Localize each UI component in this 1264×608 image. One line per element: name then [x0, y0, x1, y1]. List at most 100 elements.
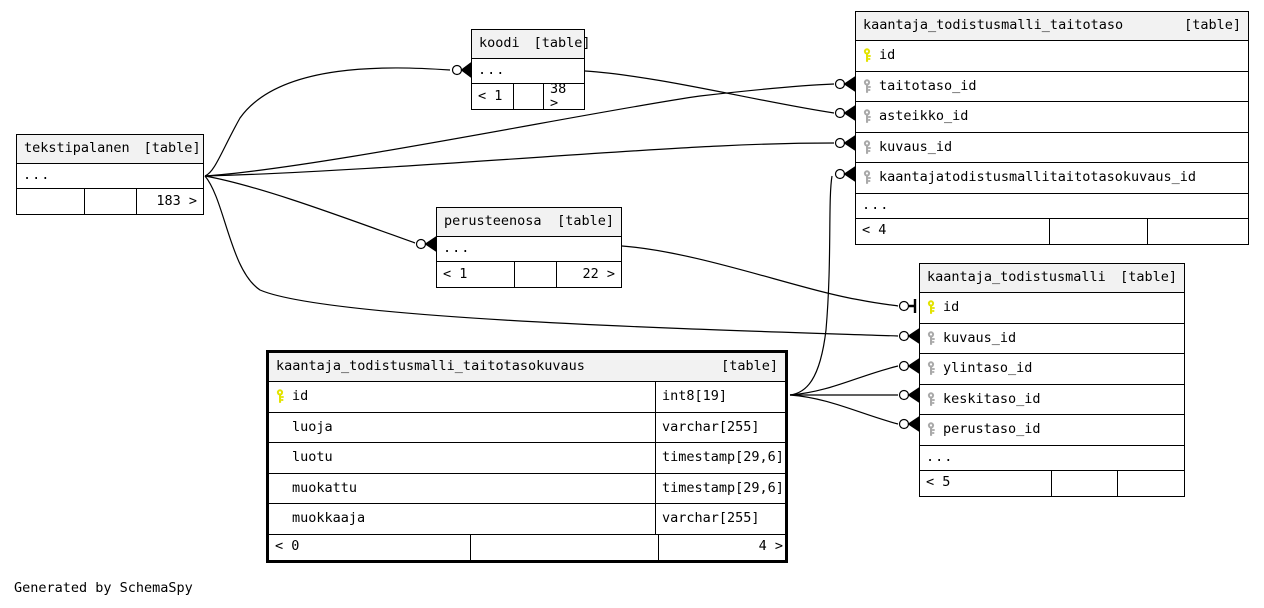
table-title: kaantaja_todistusmalli — [927, 269, 1106, 286]
table-header-kaantaja_todistusmalli_taitotaso[interactable]: kaantaja_todistusmalli_taitotaso[table] — [856, 12, 1248, 41]
column-main: asteikko_id — [856, 109, 1248, 124]
more-columns-ellipsis[interactable]: ... — [856, 194, 1248, 219]
footer-cell[interactable]: < 1 — [472, 84, 514, 109]
generated-by-credit: Generated by SchemaSpy — [14, 580, 193, 596]
column-name: luotu — [292, 451, 333, 465]
footer-cell[interactable]: < 0 — [269, 534, 471, 560]
column-name: keskitaso_id — [943, 391, 1041, 407]
edge-tekstipalanen-koodi — [204, 67, 451, 177]
table-title: kaantaja_todistusmalli_taitotaso — [863, 17, 1124, 34]
column-name: id — [879, 48, 896, 63]
column-name: id — [943, 300, 960, 315]
endpoint-taitotaso-taitotaso-id — [834, 75, 856, 93]
column-name: kaantajatodistusmallitaitotasokuvaus_id — [879, 170, 1196, 185]
endpoint-todistusmalli-kuvaus-id — [898, 327, 920, 345]
column-row-id[interactable]: id — [920, 293, 1184, 324]
column-main: kaantajatodistusmallitaitotasokuvaus_id — [856, 170, 1248, 185]
more-columns-ellipsis[interactable]: ... — [437, 237, 621, 262]
footer-cell[interactable] — [515, 262, 557, 287]
more-columns-ellipsis[interactable]: ... — [920, 446, 1184, 471]
column-row-ylintaso_id[interactable]: ylintaso_id — [920, 354, 1184, 385]
column-main: taitotaso_id — [856, 79, 1248, 94]
table-node-koodi[interactable]: koodi[table]...< 1 38 > — [471, 29, 591, 110]
endpoint-taitotaso-kaantajatodistusmalli-id — [834, 165, 856, 183]
column-name: muokattu — [292, 481, 358, 495]
column-main: id — [856, 48, 1248, 63]
edge-perusteenosa-todistusmalli-id — [621, 245, 899, 307]
column-main: ylintaso_id — [920, 361, 1184, 376]
endpoint-koodi — [451, 61, 472, 79]
column-name: taitotaso_id — [879, 78, 977, 94]
table-title: tekstipalanen — [24, 140, 130, 157]
table-node-tekstipalanen[interactable]: tekstipalanen[table]... 183 > — [16, 134, 204, 215]
table-header-kaantaja_todistusmalli_taitotasokuvaus[interactable]: kaantaja_todistusmalli_taitotasokuvaus [t… — [269, 353, 785, 382]
footer-cell[interactable]: < 5 — [920, 470, 1052, 496]
edge-focus-todistusmalli-perustasoid — [789, 394, 899, 425]
footer-cell[interactable] — [1050, 218, 1148, 244]
edge-focus-taitotaso-kuvausfk — [789, 175, 833, 396]
table-kind-badge: [table] — [721, 358, 778, 375]
table-footer-kaantaja_todistusmalli_taitotasokuvaus: < 0 4 > — [269, 534, 785, 560]
footer-cell[interactable] — [1148, 219, 1248, 244]
table-header-perusteenosa[interactable]: perusteenosa[table] — [437, 208, 621, 237]
column-datatype: varchar[255] — [655, 412, 785, 442]
column-row-kaantajatodistusmallitaitotasokuvaus_id[interactable]: kaantajatodistusmallitaitotasokuvaus_id — [856, 163, 1248, 194]
column-row-asteikko_id[interactable]: asteikko_id — [856, 102, 1248, 133]
footer-cell[interactable]: 38 > — [550, 84, 567, 109]
column-main: id — [269, 389, 655, 404]
column-name: asteikko_id — [879, 109, 969, 124]
foreign-key-icon — [926, 422, 939, 437]
table-node-kaantaja_todistusmalli_taitotaso[interactable]: kaantaja_todistusmalli_taitotaso[table]i… — [855, 11, 1249, 245]
footer-cell[interactable] — [17, 189, 85, 214]
column-row-perustaso_id[interactable]: perustaso_id — [920, 415, 1184, 446]
table-title: kaantaja_todistusmalli_taitotasokuvaus — [276, 358, 585, 375]
column-main: luotu — [269, 451, 655, 465]
column-row-id[interactable]: id — [856, 41, 1248, 72]
endpoint-perusteenosa — [415, 235, 437, 253]
table-footer-perusteenosa: < 1 22 > — [437, 262, 621, 287]
column-row-keskitaso_id[interactable]: keskitaso_id — [920, 385, 1184, 415]
footer-cell[interactable] — [471, 534, 659, 560]
foreign-key-icon — [926, 331, 939, 346]
column-name: muokkaaja — [292, 512, 366, 526]
footer-cell[interactable] — [85, 189, 137, 214]
footer-cell[interactable]: 183 > — [156, 192, 197, 209]
column-main: kuvaus_id — [856, 140, 1248, 155]
table-node-kaantaja_todistusmalli_taitotasokuvaus[interactable]: kaantaja_todistusmalli_taitotasokuvaus [t… — [266, 350, 788, 563]
footer-cell[interactable]: < 1 — [437, 262, 515, 287]
column-row-kuvaus_id[interactable]: kuvaus_id — [920, 324, 1184, 354]
table-footer-tekstipalanen: 183 > — [17, 189, 203, 214]
column-name: perustaso_id — [943, 422, 1041, 437]
column-row-taitotaso_id[interactable]: taitotaso_id — [856, 72, 1248, 102]
table-footer-kaantaja_todistusmalli_taitotaso: < 4 — [856, 218, 1248, 244]
footer-cell[interactable] — [1118, 471, 1184, 496]
table-header-koodi[interactable]: koodi[table] — [472, 30, 591, 59]
footer-cell[interactable] — [514, 84, 544, 109]
footer-cell[interactable] — [1052, 470, 1118, 496]
footer-cell[interactable]: 22 > — [582, 265, 615, 282]
table-header-tekstipalanen[interactable]: tekstipalanen[table] — [17, 135, 203, 164]
column-row-kuvaus_id[interactable]: kuvaus_id — [856, 133, 1248, 163]
column-main: kuvaus_id — [920, 331, 1184, 346]
table-node-perusteenosa[interactable]: perusteenosa[table]...< 1 22 > — [436, 207, 622, 288]
column-name: kuvaus_id — [879, 139, 953, 155]
footer-cell[interactable]: 4 > — [758, 538, 783, 555]
table-kind-badge: [table] — [557, 213, 614, 230]
footer-cell[interactable]: < 4 — [856, 218, 1050, 244]
foreign-key-icon — [862, 109, 875, 124]
edge-tekstipalanen-perusteenosa — [204, 175, 416, 244]
column-main: id — [920, 300, 1184, 315]
column-row-muokkaaja[interactable]: muokkaaja varchar[255] — [269, 504, 785, 535]
table-node-kaantaja_todistusmalli[interactable]: kaantaja_todistusmalli[table]id kuvaus_id… — [919, 263, 1185, 497]
endpoint-todistusmalli-ylintaso-id — [898, 357, 920, 375]
more-columns-ellipsis[interactable]: ... — [17, 164, 203, 189]
table-header-kaantaja_todistusmalli[interactable]: kaantaja_todistusmalli[table] — [920, 264, 1184, 293]
more-columns-ellipsis[interactable]: ... — [472, 59, 584, 84]
column-name: kuvaus_id — [943, 330, 1017, 346]
endpoint-taitotaso-kuvaus-id — [834, 134, 856, 152]
column-datatype: varchar[255] — [655, 504, 785, 534]
